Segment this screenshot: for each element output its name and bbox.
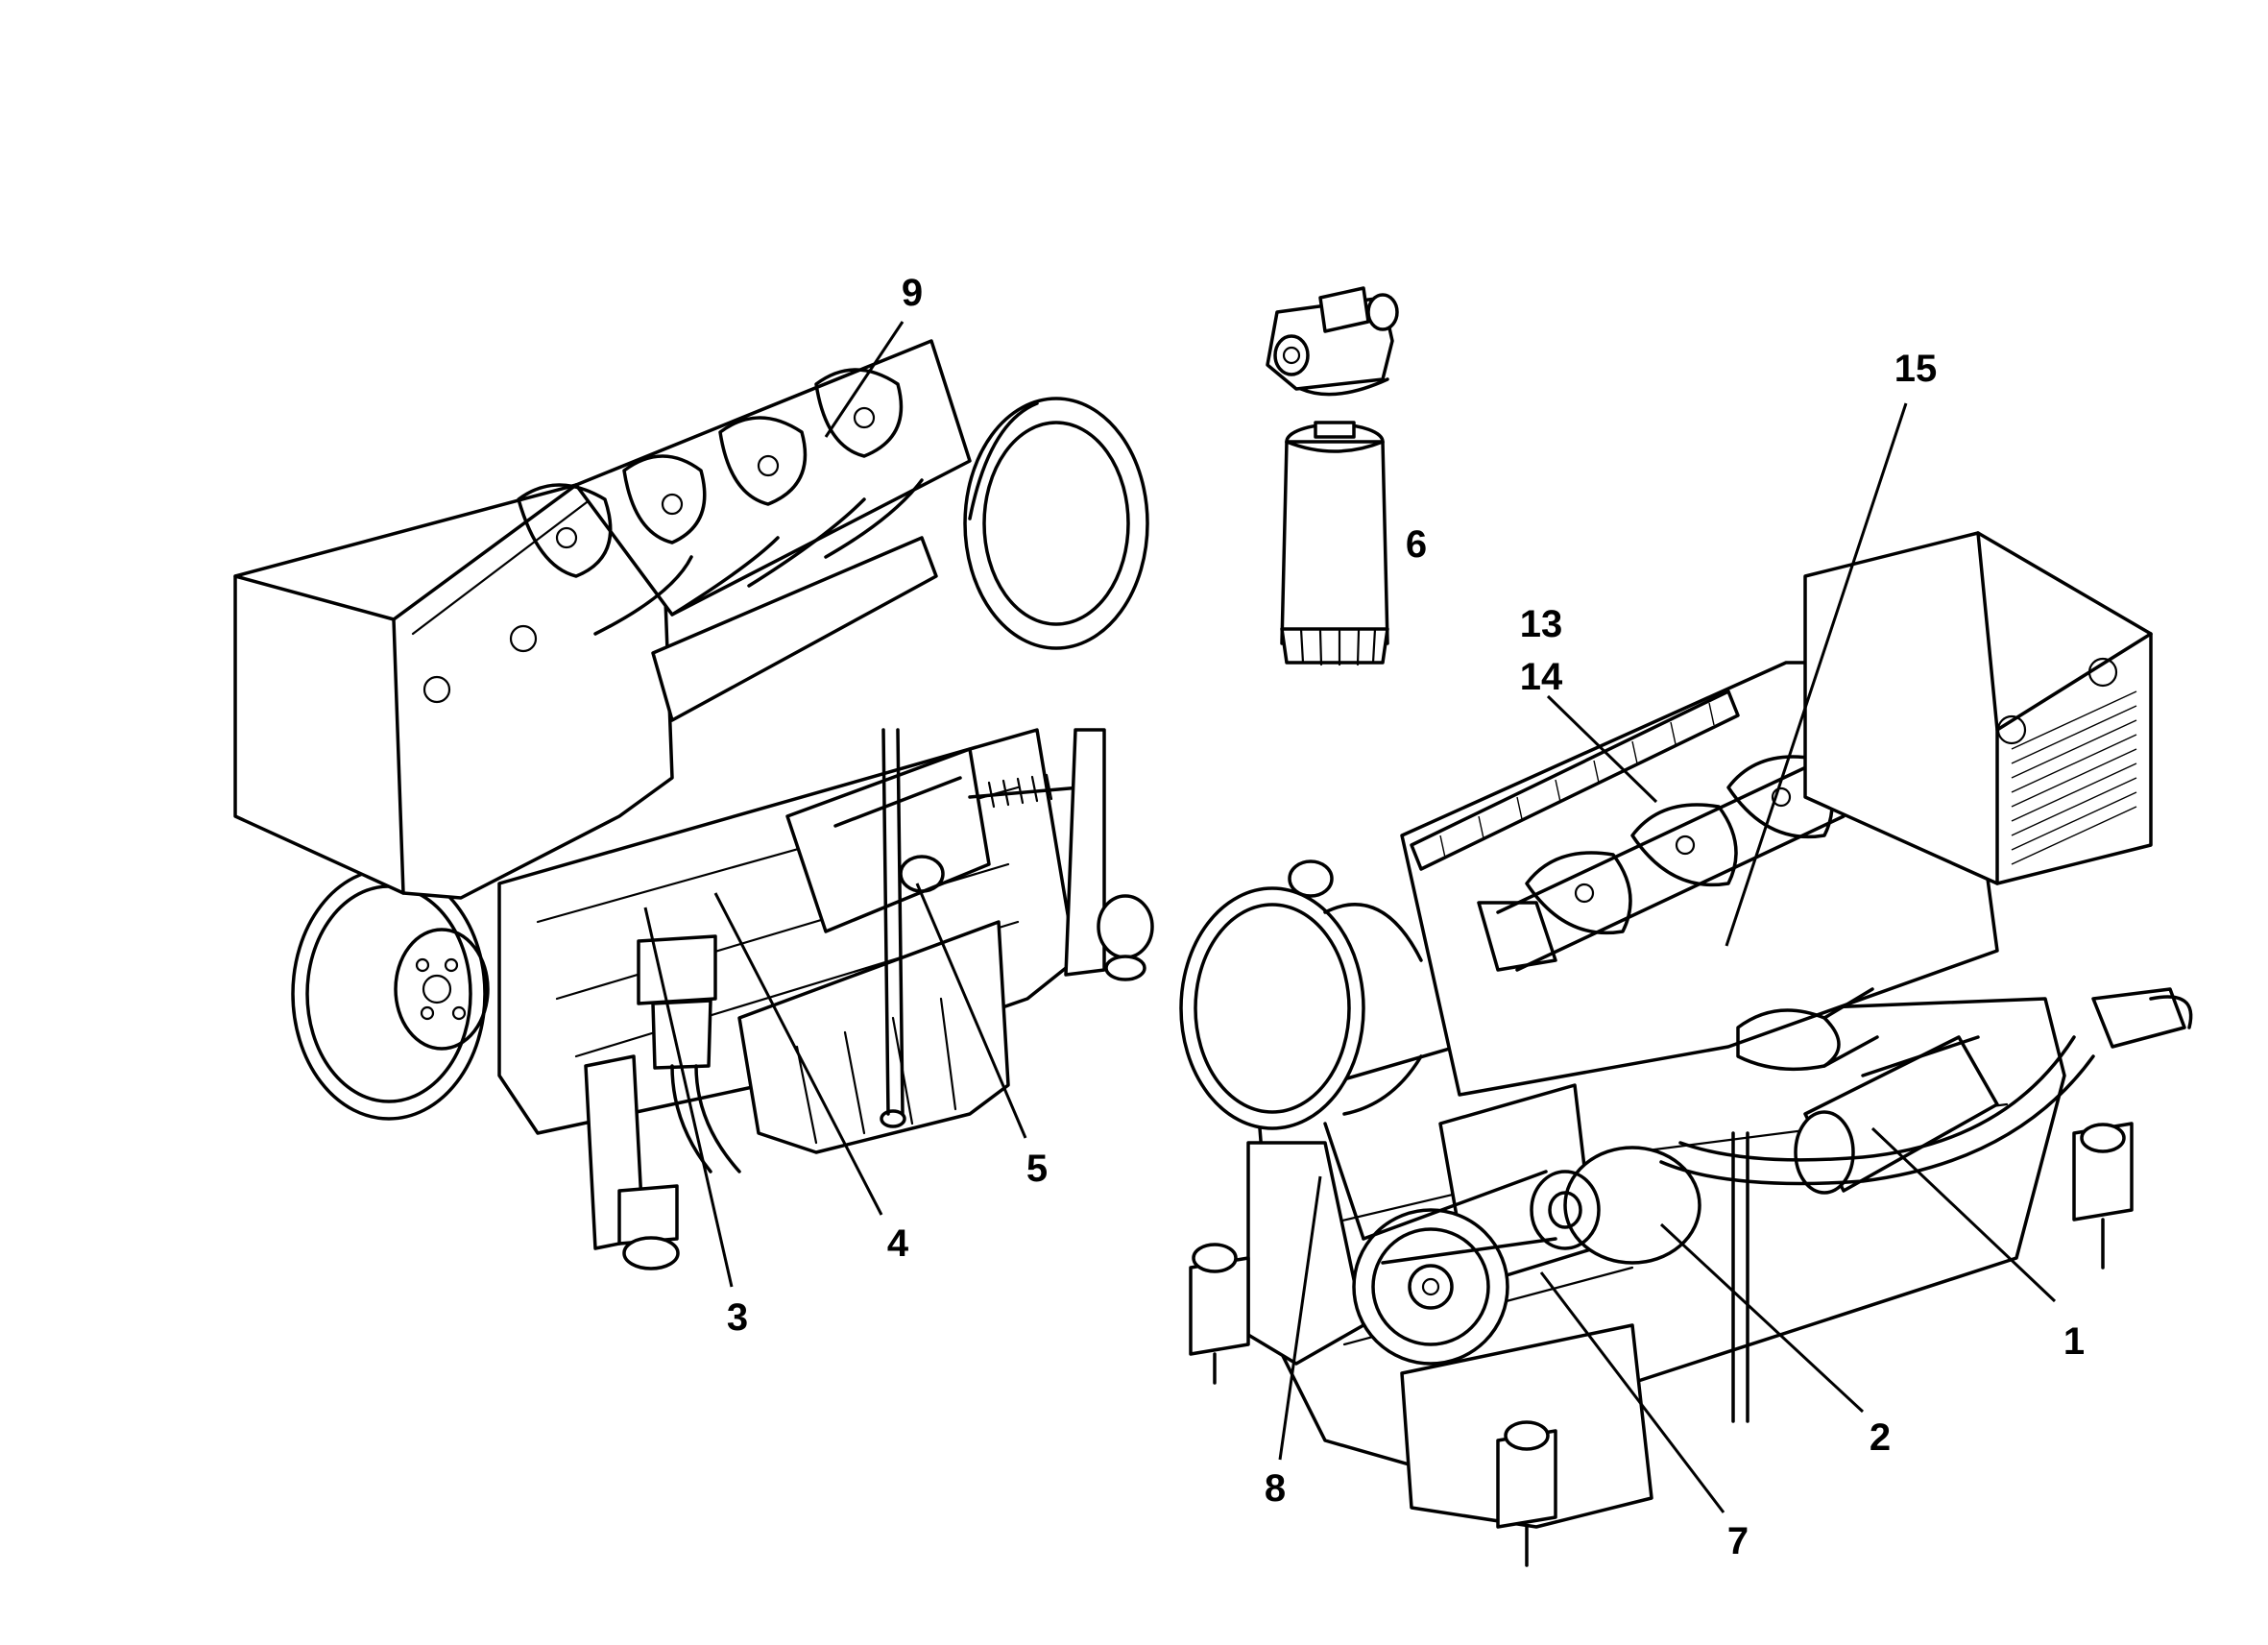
oil-filter-illustration [1266, 286, 1399, 666]
callout-14: 14 [1520, 656, 1563, 698]
callout-15: 15 [1894, 348, 1938, 390]
callout-2: 2 [1870, 1416, 1891, 1459]
callout-1: 1 [2063, 1320, 2085, 1363]
right-engine-illustration [1179, 531, 2193, 1567]
leader-14 [1546, 694, 1658, 804]
leader-5 [915, 883, 1027, 1139]
callout-4: 4 [887, 1222, 909, 1265]
leader-3 [643, 907, 734, 1288]
callout-labels: 1 2 3 4 5 6 7 8 9 13 14 15 [727, 272, 2085, 1562]
leader-7 [1539, 1271, 1725, 1513]
callout-13: 13 [1520, 603, 1563, 645]
left-engine-illustration [233, 339, 1154, 1270]
leader-15 [1725, 402, 1908, 947]
leader-4 [713, 892, 883, 1216]
callout-8: 8 [1265, 1467, 1286, 1510]
leader-2 [1659, 1222, 1865, 1414]
leader-8 [1278, 1175, 1322, 1461]
callout-7: 7 [1727, 1520, 1749, 1562]
callout-3: 3 [727, 1296, 748, 1339]
callout-9: 9 [902, 272, 923, 314]
leader-1 [1870, 1126, 2057, 1303]
callout-6: 6 [1406, 523, 1427, 566]
callout-5: 5 [1026, 1148, 1048, 1190]
leader-9 [824, 321, 905, 438]
leader-lines [643, 321, 2057, 1513]
